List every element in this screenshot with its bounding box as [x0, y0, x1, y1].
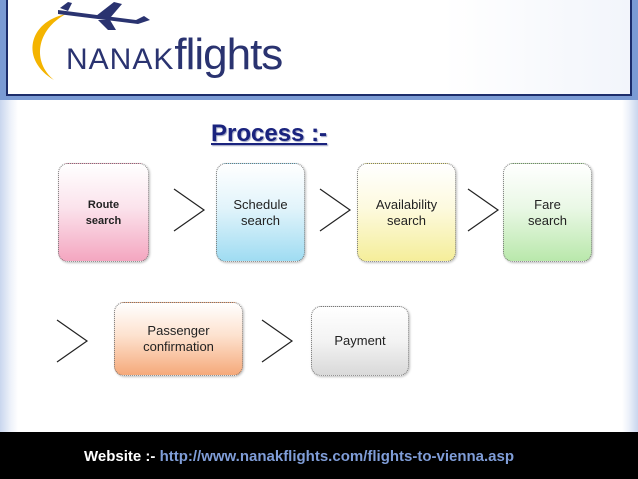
- header-bar: NANAKflights: [0, 0, 638, 100]
- footer-label: Website :-: [84, 448, 160, 465]
- chevron-right-icon: [261, 319, 294, 363]
- step-label: Availability search: [375, 196, 438, 228]
- step-availability-search: Availability search: [357, 163, 456, 262]
- step-label: Payment: [334, 333, 386, 348]
- header-panel: NANAKflights: [6, 0, 632, 96]
- step-label: Schedule search: [233, 196, 288, 228]
- step-label: Route search: [85, 198, 122, 227]
- step-label: Passenger confirmation: [143, 323, 214, 354]
- right-border-decoration: [622, 100, 638, 432]
- footer-bar: [0, 432, 638, 479]
- logo-prefix: NANAK: [66, 43, 175, 76]
- chevron-right-icon: [173, 188, 206, 232]
- crescent-swoosh-icon: [32, 14, 66, 80]
- step-payment: Payment: [311, 306, 409, 376]
- left-border-decoration: [0, 100, 18, 432]
- step-schedule-search: Schedule search: [216, 163, 305, 262]
- step-fare-search: Fare search: [503, 163, 592, 262]
- logo-graphic: [32, 2, 150, 80]
- slide-title: Process :-: [211, 120, 328, 147]
- chevron-right-icon: [467, 188, 500, 232]
- website-link[interactable]: http://www.nanakflights.com/flights-to-v…: [159, 448, 515, 465]
- footer-website: Website :- http://www.nanakflights.com/f…: [84, 448, 514, 465]
- logo-wordmark: NANAKflights: [66, 30, 283, 80]
- step-passenger-confirmation: Passenger confirmation: [114, 302, 243, 376]
- chevron-right-icon: [319, 188, 352, 232]
- step-label: Fare search: [527, 196, 568, 228]
- airplane-icon: [58, 2, 150, 30]
- chevron-right-icon: [56, 319, 89, 363]
- logo-suffix: flights: [174, 30, 283, 79]
- step-route-search: Route search: [58, 163, 149, 262]
